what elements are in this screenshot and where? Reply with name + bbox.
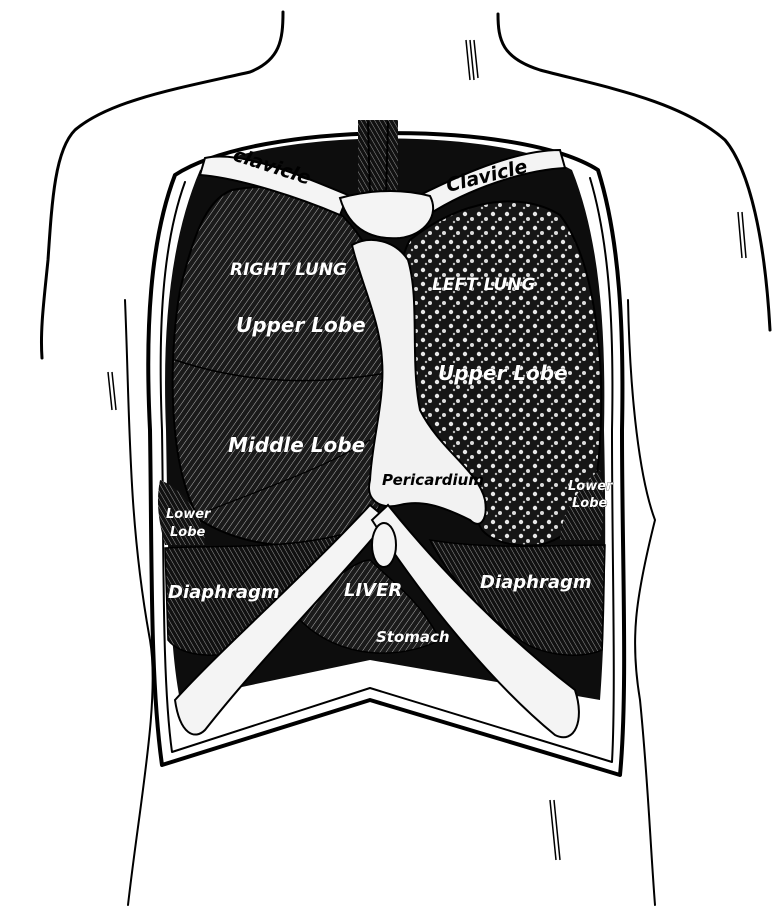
label-right-lung: RIGHT LUNG [230,260,347,280]
label-right-lower-lobe-line1: Lower [166,507,212,522]
label-left-lower-lobe-line1: Lower [568,479,614,494]
label-pericardium: Pericardium [382,471,484,489]
label-right-upper-lobe: Upper Lobe [236,313,366,337]
label-liver: LIVER [344,580,402,601]
label-diaphragm-right: Diaphragm [168,582,280,603]
label-diaphragm-left: Diaphragm [480,572,592,593]
label-left-lower-lobe-line2: Lobe [572,496,608,511]
label-left-lung: LEFT LUNG [432,275,536,295]
trachea [358,120,398,200]
xiphoid-process [372,523,396,567]
label-stomach: Stomach [376,628,450,646]
label-right-lower-lobe-line2: Lobe [170,525,206,540]
label-right-middle-lobe: Middle Lobe [228,433,365,457]
label-left-upper-lobe: Upper Lobe [438,361,568,385]
